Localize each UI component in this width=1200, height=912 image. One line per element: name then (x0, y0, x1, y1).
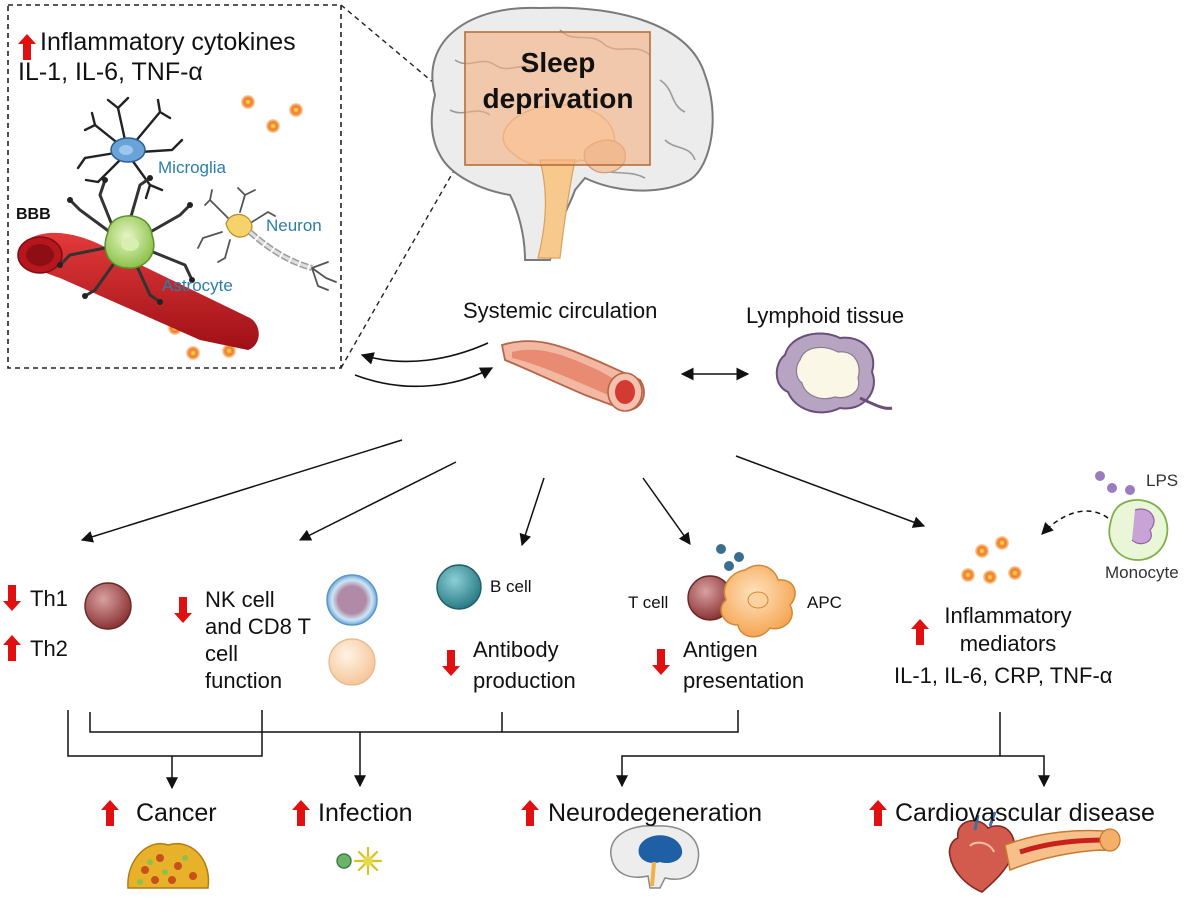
sleep-deprivation-box (464, 31, 651, 166)
astrocyte-label: Astrocyte (162, 276, 233, 295)
fanout-arrows (80, 439, 1109, 547)
microglia-label: Microglia (158, 158, 227, 177)
inset-box (7, 4, 342, 369)
down-arrow-icon (442, 650, 460, 676)
t-helper-cell-icon (84, 582, 132, 630)
antigen-presentation-label: Antigen presentation (683, 634, 804, 696)
title-line-1: Sleep (520, 47, 596, 78)
blood-vessel-icon (17, 232, 259, 350)
title-line-2: deprivation (482, 83, 634, 114)
cancer-label: Cancer (136, 799, 217, 827)
microglia-icon (76, 96, 184, 200)
nk-line-2: and CD8 T (205, 614, 311, 639)
up-arrow-icon (101, 800, 119, 826)
bracket-connectors (67, 710, 1050, 790)
two-way-arrows (354, 342, 494, 388)
inset-cytokines-list: IL-1, IL-6, TNF-α (18, 58, 203, 86)
down-arrow-icon (652, 649, 670, 675)
bbb-label: BBB (16, 206, 51, 223)
zoom-line-bottom (340, 159, 461, 369)
heart-artery-icon (948, 811, 1121, 893)
inset-cytokines-title: Inflammatory cytokines (40, 28, 296, 56)
astrocyte-icon (57, 175, 195, 305)
inflammatory-mediators-label: Inflammatory mediators (942, 602, 1074, 658)
inflammatory-dots-icon (961, 536, 1022, 584)
up-arrow-icon (521, 800, 539, 826)
neurodegeneration-label: Neurodegeneration (548, 799, 763, 827)
antigen-line-1: Antigen (683, 637, 758, 662)
cardiovascular-disease-label: Cardiovascular disease (895, 799, 1155, 827)
lps-label: LPS (1146, 471, 1179, 490)
b-cell-icon (436, 564, 482, 610)
inflam-line-1: Inflammatory (944, 603, 1072, 628)
lymph-node-icon (775, 332, 893, 414)
up-arrow-icon (18, 34, 36, 60)
antibody-production-label: Antibody production (473, 634, 576, 696)
nk-cd8-label: NK cell and CD8 T cell function (205, 586, 311, 694)
systemic-circulation-label: Systemic circulation (463, 298, 658, 323)
brain-neurodegeneration-icon (609, 825, 700, 889)
neuron-label: Neuron (266, 216, 322, 235)
nk-cell-icon (326, 574, 378, 626)
brain-icon (430, 6, 714, 261)
up-arrow-icon (3, 635, 21, 661)
cytokine-dots-icon (168, 95, 303, 360)
up-arrow-icon (869, 800, 887, 826)
down-arrow-icon (3, 585, 21, 611)
t-cell-label: T cell (628, 593, 669, 612)
cd8-t-cell-icon (328, 638, 376, 686)
nk-line-3: cell (205, 641, 239, 666)
monocyte-icon (1108, 499, 1169, 561)
infection-label: Infection (318, 799, 413, 827)
sleep-deprivation-title: Sleep deprivation (472, 45, 644, 117)
lps-dots-icon (1095, 471, 1135, 495)
b-cell-label: B cell (490, 577, 532, 596)
tumor-icon (127, 842, 210, 889)
up-arrow-icon (292, 800, 310, 826)
up-arrow-icon (911, 619, 929, 645)
antibody-line-1: Antibody (473, 637, 559, 662)
pathogen-icon (336, 846, 383, 876)
down-arrow-icon (174, 597, 192, 623)
nk-line-4: function (205, 668, 283, 693)
antigen-dots-icon (716, 544, 744, 571)
antibody-line-2: production (473, 668, 576, 693)
apc-label: APC (807, 593, 842, 612)
th2-label: Th2 (30, 636, 68, 661)
inflammatory-mediators-list: IL-1, IL-6, CRP, TNF-α (894, 663, 1113, 688)
antigen-line-2: presentation (683, 668, 805, 693)
neuron-icon (197, 187, 337, 291)
th1-label: Th1 (30, 586, 68, 611)
lymphoid-tissue-label: Lymphoid tissue (746, 303, 905, 328)
blood-vessel-segment-icon (500, 340, 645, 412)
inflam-line-2: mediators (959, 631, 1057, 656)
nk-line-1: NK cell (205, 587, 275, 612)
monocyte-label: Monocyte (1105, 563, 1179, 582)
